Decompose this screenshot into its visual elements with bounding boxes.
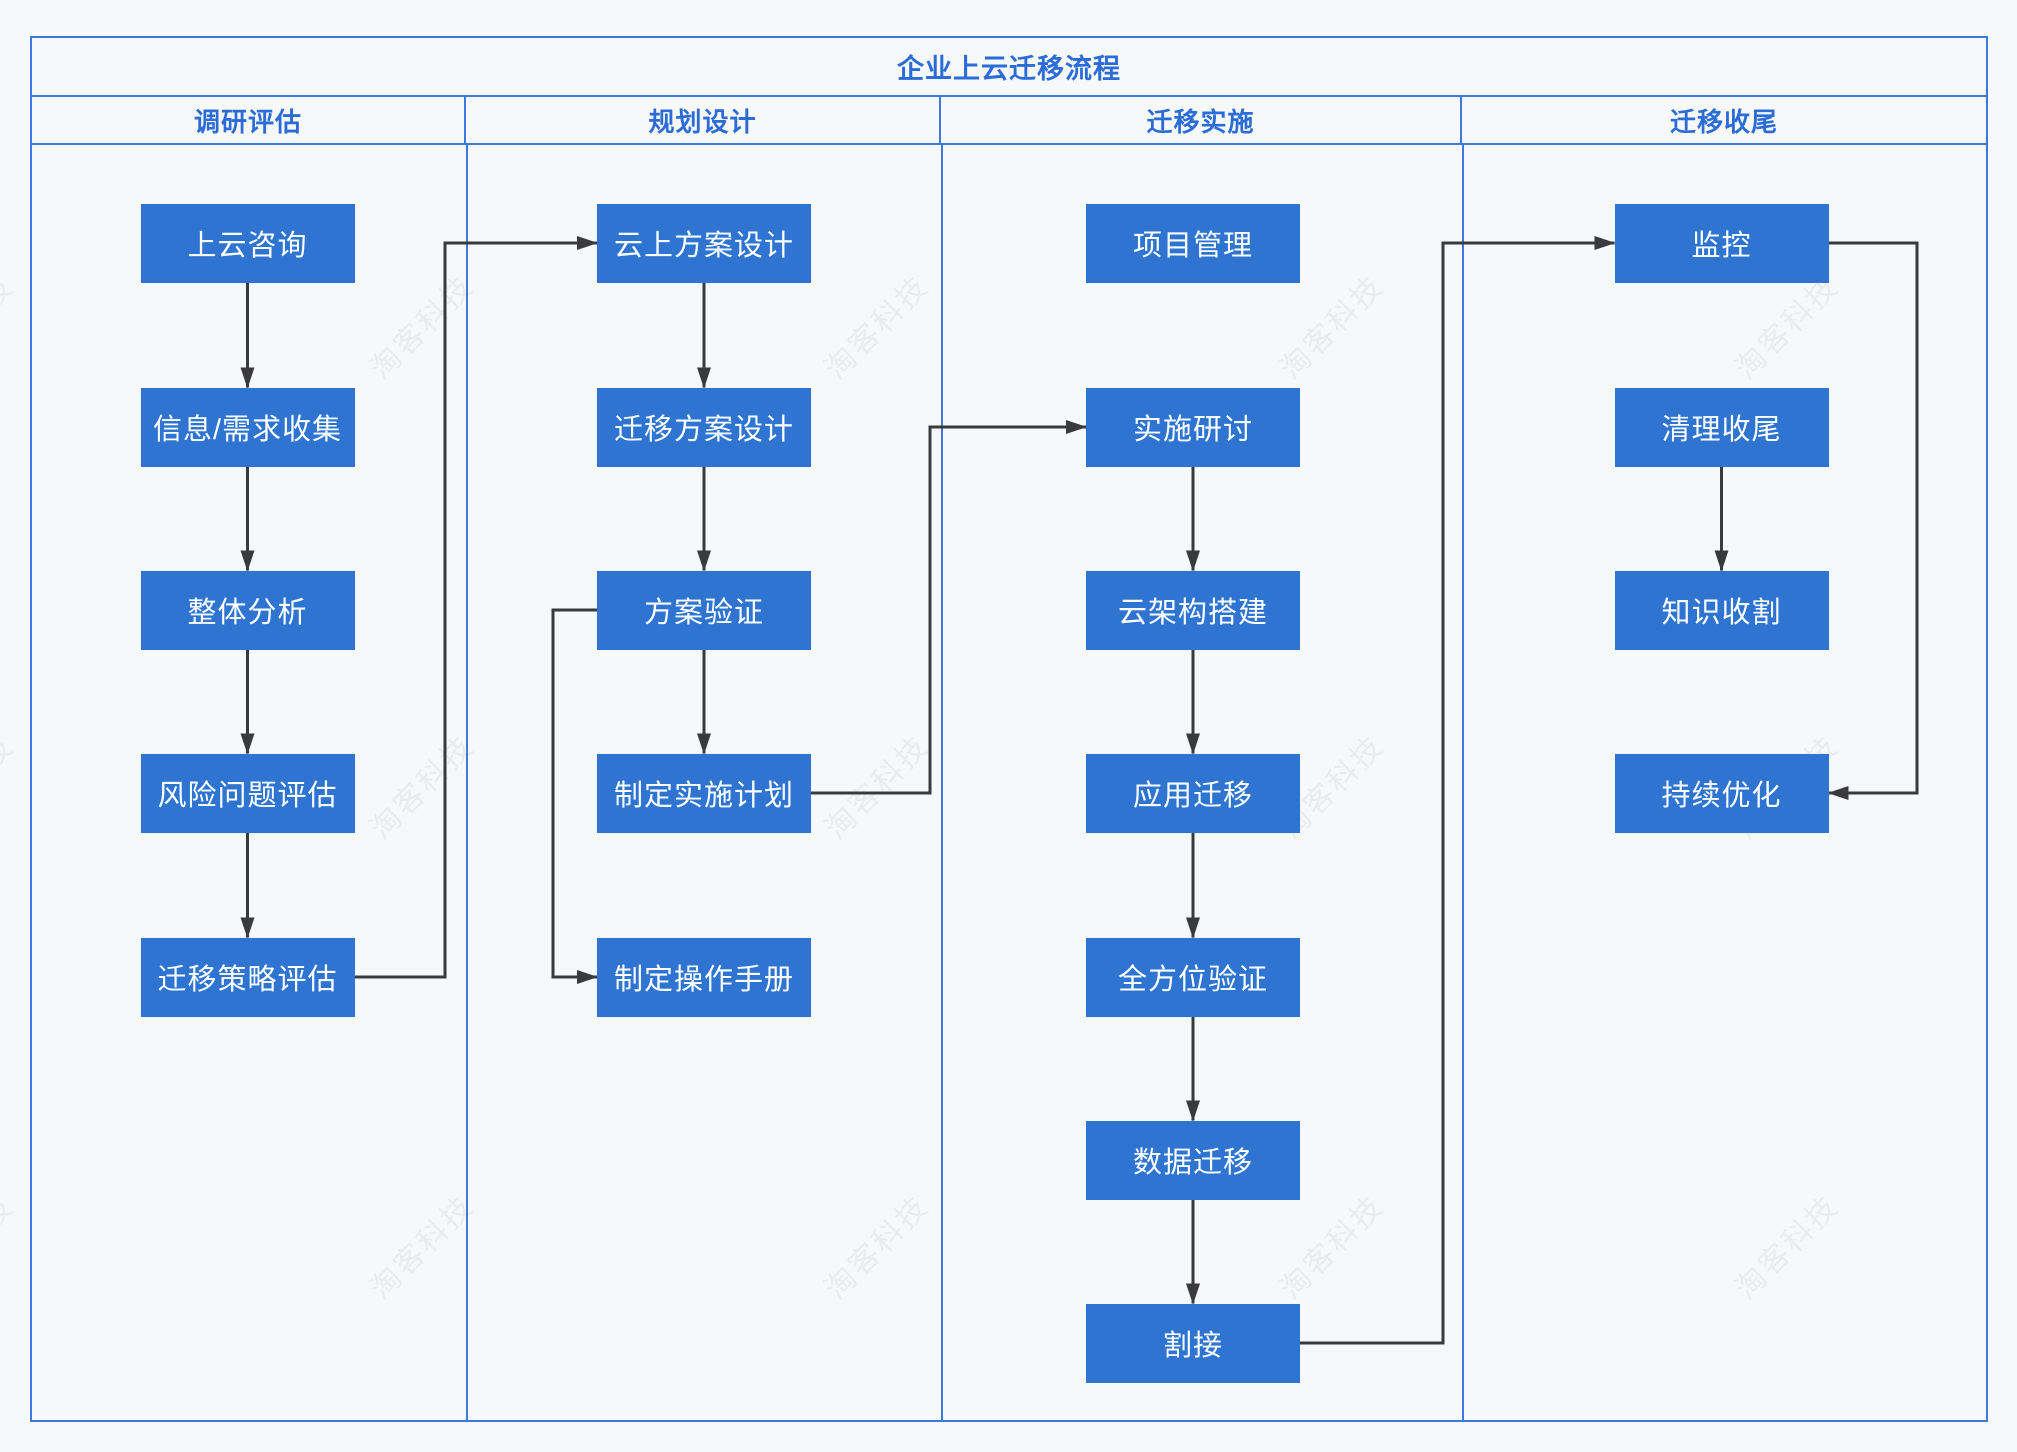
node-risk[interactable]: 风险问题评估 bbox=[140, 753, 355, 833]
lane-header-row: 调研评估 规划设计 迁移实施 迁移收尾 bbox=[32, 97, 1986, 145]
watermark-text: 淘客科技 bbox=[0, 1189, 21, 1306]
node-cleanup[interactable]: 清理收尾 bbox=[1614, 387, 1829, 467]
node-arch[interactable]: 云架构搭建 bbox=[1086, 570, 1300, 650]
node-analysis[interactable]: 整体分析 bbox=[140, 570, 355, 650]
lane-header-planning: 规划设计 bbox=[466, 97, 941, 143]
lane-header-closing: 迁移收尾 bbox=[1669, 106, 1778, 137]
node-strategy[interactable]: 迁移策略评估 bbox=[140, 937, 355, 1017]
node-validation[interactable]: 方案验证 bbox=[597, 570, 811, 650]
lane-separator bbox=[941, 145, 943, 1420]
node-data-mig[interactable]: 数据迁移 bbox=[1086, 1120, 1300, 1200]
node-collect[interactable]: 信息/需求收集 bbox=[140, 387, 355, 467]
node-monitor[interactable]: 监控 bbox=[1614, 203, 1829, 283]
node-verify[interactable]: 全方位验证 bbox=[1086, 937, 1300, 1017]
lane-separator bbox=[466, 145, 468, 1420]
node-consult[interactable]: 上云咨询 bbox=[140, 203, 355, 283]
node-pm[interactable]: 项目管理 bbox=[1086, 203, 1300, 283]
node-cutover[interactable]: 割接 bbox=[1086, 1303, 1300, 1383]
node-impl-plan[interactable]: 制定实施计划 bbox=[597, 753, 811, 833]
node-cloud-design[interactable]: 云上方案设计 bbox=[597, 203, 811, 283]
watermark-text: 淘客科技 bbox=[0, 269, 21, 386]
node-app-mig[interactable]: 应用迁移 bbox=[1086, 753, 1300, 833]
page-title: 企业上云迁移流程 bbox=[32, 38, 1986, 97]
watermark-text: 淘客科技 bbox=[0, 729, 21, 846]
lane-separator bbox=[1462, 145, 1464, 1420]
node-migration-design[interactable]: 迁移方案设计 bbox=[597, 387, 811, 467]
lane-header-execute: 迁移实施 bbox=[941, 97, 1462, 143]
node-manual[interactable]: 制定操作手册 bbox=[597, 937, 811, 1017]
node-optimize[interactable]: 持续优化 bbox=[1614, 753, 1829, 833]
node-discuss[interactable]: 实施研讨 bbox=[1086, 387, 1300, 467]
lane-header-survey: 调研评估 bbox=[32, 97, 466, 143]
node-knowledge[interactable]: 知识收割 bbox=[1614, 570, 1829, 650]
